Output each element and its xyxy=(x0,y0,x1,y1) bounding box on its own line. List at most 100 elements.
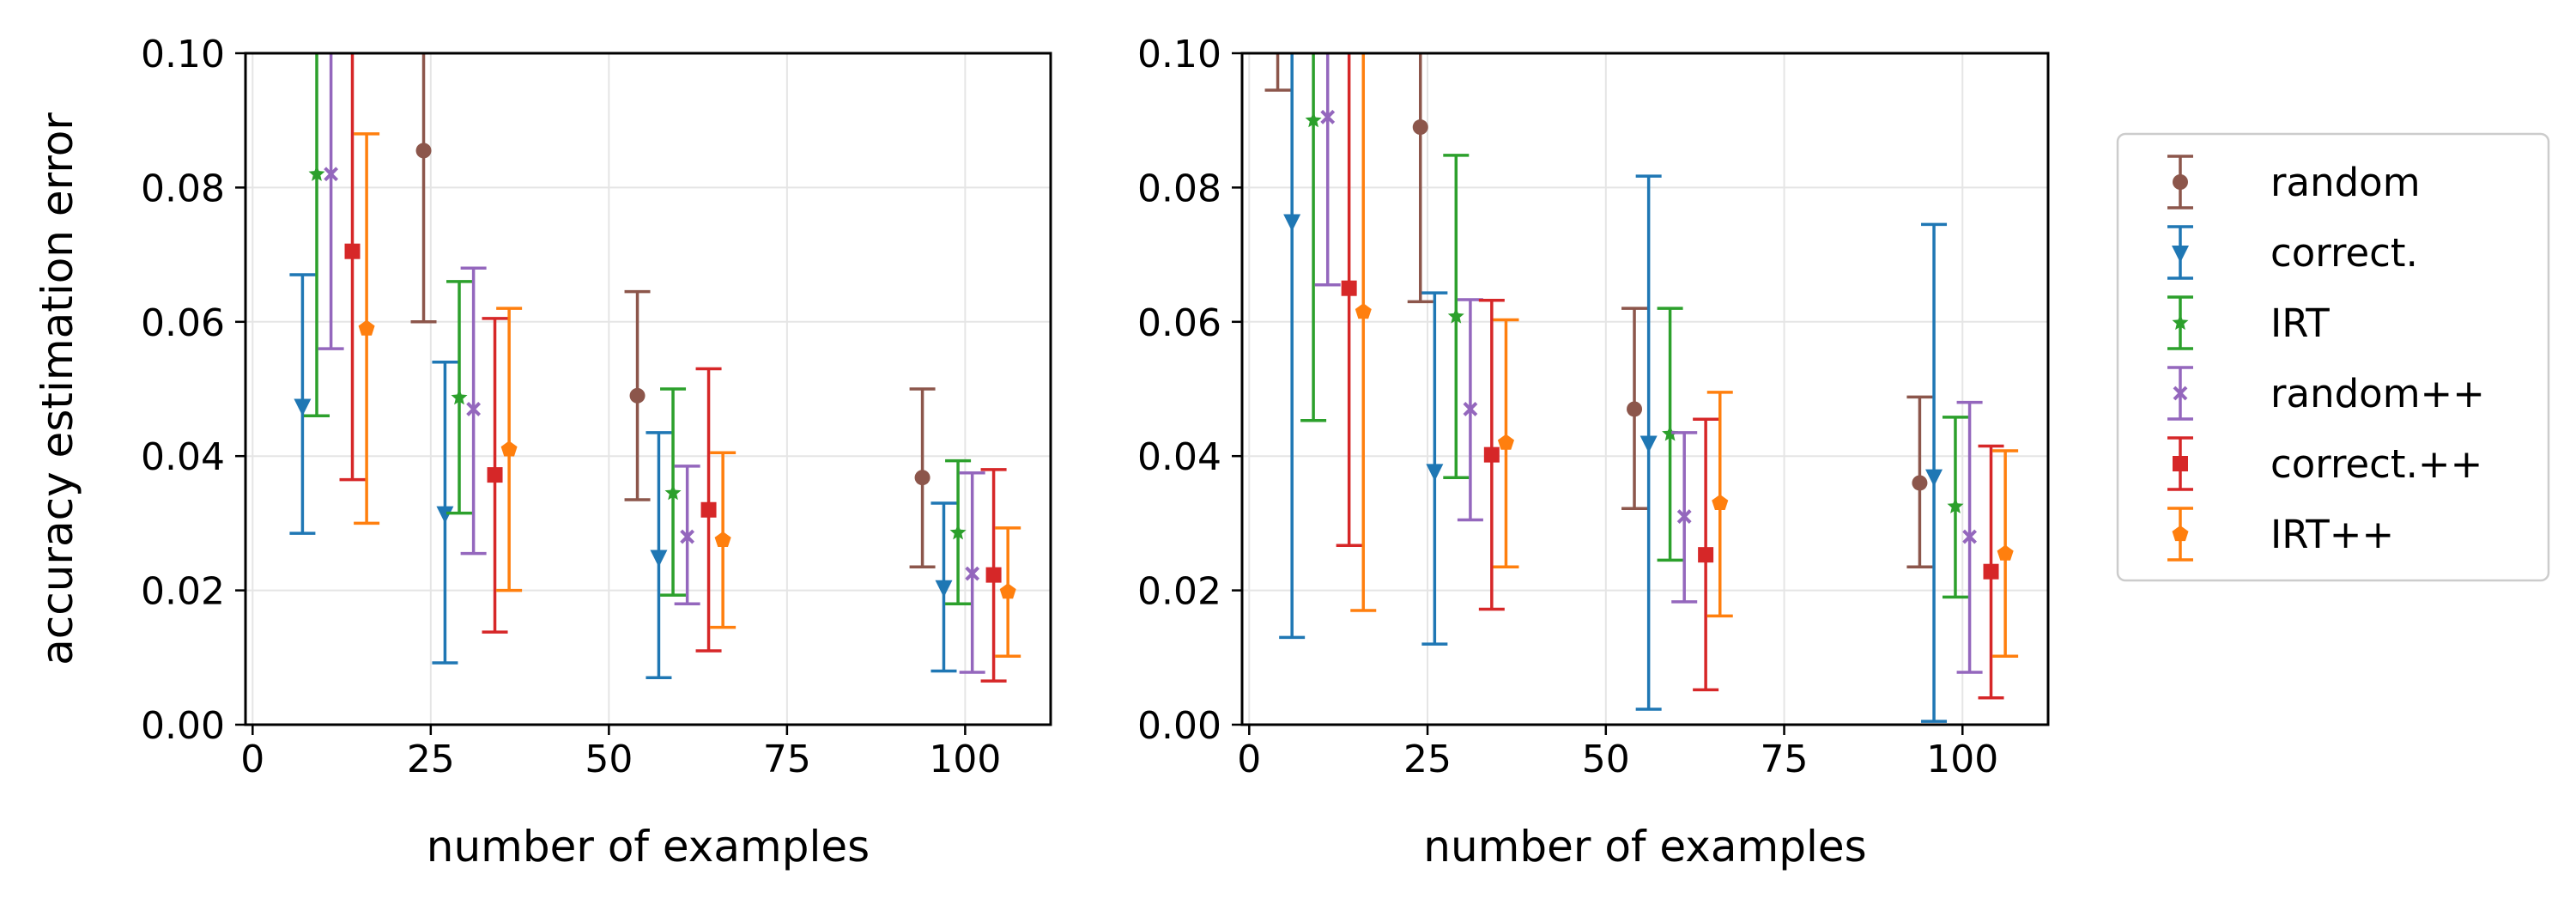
marker-stroke xyxy=(2173,386,2188,401)
data-point xyxy=(1497,434,1514,450)
data-point xyxy=(1463,402,1478,416)
data-point xyxy=(985,567,1002,583)
legend-entry-random: random xyxy=(2167,155,2421,210)
data-point xyxy=(1962,529,1978,544)
data-point xyxy=(436,506,454,524)
y-tick-label: 0.08 xyxy=(1137,167,1221,210)
series-correct.++ xyxy=(339,53,1007,683)
x-tick-label: 50 xyxy=(1582,738,1630,781)
legend-entry-random++: random++ xyxy=(2167,366,2485,421)
x-tick-label: 100 xyxy=(929,738,1001,781)
legend-label: IRT++ xyxy=(2270,512,2394,557)
data-point xyxy=(487,467,503,483)
series-IRT xyxy=(1300,53,1968,599)
legend: random correct. IRT random++ correct.++ IRT++ xyxy=(2116,132,2550,582)
series-IRT++ xyxy=(354,132,1021,658)
data-point xyxy=(324,167,339,182)
data-point xyxy=(466,402,482,416)
series-correct. xyxy=(1279,53,1948,723)
marker-stroke xyxy=(1962,529,1978,544)
x-tick-label: 0 xyxy=(240,738,264,781)
x-tick-label: 0 xyxy=(1237,738,1261,781)
y-tick-label: 0.00 xyxy=(141,704,225,748)
x-tick-label: 25 xyxy=(407,738,455,781)
legend-entry-IRT++: IRT++ xyxy=(2167,507,2394,562)
series-IRT xyxy=(304,53,972,605)
data-point xyxy=(1947,497,1964,513)
data-point xyxy=(664,484,682,501)
axes-frame xyxy=(1240,52,2050,726)
y-tick-label: 0.10 xyxy=(141,33,225,76)
y-tick-label: 0.08 xyxy=(141,167,225,210)
legend-label: random++ xyxy=(2270,371,2485,416)
x-axis-title: number of examples xyxy=(427,822,870,872)
x-axis-title: number of examples xyxy=(1423,822,1866,872)
data-point xyxy=(1640,435,1658,453)
data-point xyxy=(1283,214,1301,232)
y-tick-label: 0.06 xyxy=(141,301,225,345)
y-tick-label: 0.04 xyxy=(141,435,225,479)
data-point xyxy=(1676,509,1692,524)
y-tick-label: 0.02 xyxy=(141,570,225,614)
x-tick-label: 75 xyxy=(763,738,811,781)
data-point xyxy=(700,501,717,518)
data-point xyxy=(949,524,967,540)
data-point xyxy=(1412,119,1428,136)
data-point xyxy=(714,531,731,547)
marker-stroke xyxy=(1463,402,1478,416)
legend-entry-correct.++: correct.++ xyxy=(2167,436,2482,491)
data-point xyxy=(935,580,953,598)
data-point xyxy=(680,529,695,544)
legend-frame xyxy=(2116,132,2550,582)
series-layer xyxy=(289,53,1021,683)
series-IRT++ xyxy=(1350,53,2019,658)
legend-label: random xyxy=(2270,160,2421,205)
series-random xyxy=(410,53,936,568)
legend-marker xyxy=(2173,386,2188,401)
legend-label: IRT xyxy=(2270,301,2330,346)
legend-marker xyxy=(2172,525,2189,542)
series-random++ xyxy=(1314,53,1983,674)
y-tick-label: 0.02 xyxy=(1137,570,1221,614)
legend-marker xyxy=(2172,246,2189,263)
x-tick-label: 75 xyxy=(1761,738,1809,781)
data-point xyxy=(1341,280,1357,296)
data-point xyxy=(914,470,930,486)
data-point xyxy=(344,243,361,259)
series-correct. xyxy=(289,273,957,680)
data-point xyxy=(294,398,312,416)
data-point xyxy=(451,389,468,405)
x-tick-label: 25 xyxy=(1403,738,1452,781)
data-point xyxy=(1355,303,1372,319)
x-tick-label: 50 xyxy=(585,738,633,781)
marker-stroke xyxy=(1676,509,1692,524)
marker-stroke xyxy=(680,529,695,544)
legend-marker xyxy=(2173,174,2188,190)
legend-label: correct. xyxy=(2270,230,2418,276)
legend-entry-correct.: correct. xyxy=(2167,225,2418,280)
y-axis-title: accuracy estimation error xyxy=(33,112,82,665)
data-point xyxy=(965,566,980,581)
data-point xyxy=(1912,475,1928,491)
legend-marker xyxy=(2173,456,2188,471)
data-point xyxy=(1627,401,1643,417)
y-tick-label: 0.04 xyxy=(1137,435,1221,479)
data-point xyxy=(1698,547,1714,563)
data-point xyxy=(650,550,668,568)
data-point xyxy=(415,143,432,159)
data-point xyxy=(629,387,646,404)
data-point xyxy=(1426,464,1444,482)
series-random++ xyxy=(318,53,985,674)
y-tick-label: 0.00 xyxy=(1137,704,1221,748)
series-layer xyxy=(1264,53,2019,723)
series-random xyxy=(1264,53,1933,568)
data-point xyxy=(1983,563,1999,580)
data-point xyxy=(308,165,325,181)
marker-stroke xyxy=(466,402,482,416)
legend-entry-IRT: IRT xyxy=(2167,295,2330,350)
data-point xyxy=(500,440,518,457)
data-point xyxy=(1483,446,1500,463)
marker-stroke xyxy=(965,566,980,581)
